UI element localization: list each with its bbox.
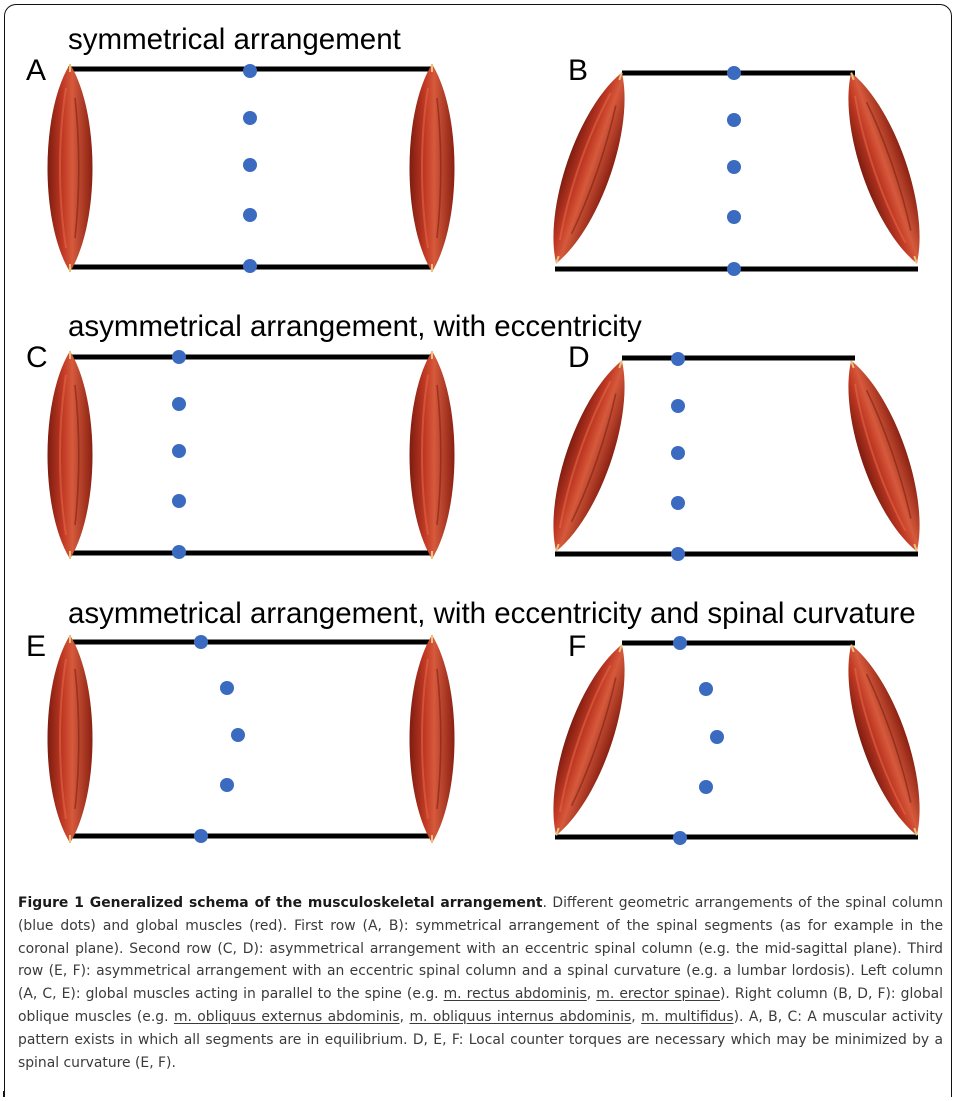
panel-c-spine <box>172 350 186 559</box>
spine-dot <box>710 730 724 744</box>
spine-dot <box>194 635 208 649</box>
panel-b-spine <box>727 66 741 276</box>
panel-label-e: E <box>26 630 47 663</box>
panel-a-right-muscle <box>408 63 456 273</box>
panel-label-a: A <box>26 54 47 87</box>
panel-e-left-muscle <box>46 634 94 844</box>
caption-text: , <box>399 1008 410 1025</box>
spine-dot <box>727 262 741 276</box>
figure-schema <box>46 63 940 845</box>
panel-d-left-muscle <box>533 352 645 560</box>
spine-dot <box>671 399 685 413</box>
spine-dot <box>671 547 685 561</box>
panel-a-spine <box>243 64 257 273</box>
muscle-term: m. rectus abdominis <box>443 986 587 1003</box>
panel-e-spine <box>194 635 245 843</box>
panel-c-left-muscle <box>46 350 94 560</box>
spine-dot <box>699 780 713 794</box>
panel-label-b: B <box>568 54 589 87</box>
panel-c-right-muscle <box>408 350 456 560</box>
muscle-term: m. multifidus <box>641 1008 734 1025</box>
panel-b-right-muscle <box>828 64 940 272</box>
spine-dot <box>673 831 687 845</box>
spine-dot <box>699 682 713 696</box>
panel-e-right-muscle <box>408 634 456 844</box>
spine-dot <box>172 494 186 508</box>
panel-e-bars <box>68 639 432 839</box>
spine-dot <box>172 397 186 411</box>
panel-d-right-muscle <box>828 352 940 560</box>
spine-dot <box>172 545 186 559</box>
muscle-term: m. erector spinae <box>596 986 720 1003</box>
caption-text: , <box>586 986 597 1003</box>
panel-label-f: F <box>568 630 587 663</box>
spine-dot <box>671 446 685 460</box>
spine-dot <box>243 111 257 125</box>
spine-dot <box>673 636 687 650</box>
muscle-term: m. obliquus internus abdominis <box>409 1008 632 1025</box>
spine-dot <box>243 64 257 78</box>
spine-dot <box>220 778 234 792</box>
panel-c-bars <box>68 354 432 556</box>
figure-frame <box>3 4 952 1097</box>
panel-f-bars <box>555 640 918 840</box>
row-title-eccentric-curvature: asymmetrical arrangement, with eccentric… <box>68 597 916 630</box>
spine-dot <box>671 352 685 366</box>
row-title-eccentric: asymmetrical arrangement, with eccentric… <box>68 310 642 343</box>
spine-dot <box>172 444 186 458</box>
spine-dot <box>727 66 741 80</box>
spine-dot <box>727 160 741 174</box>
muscle-term: m. obliquus externus abdominis <box>173 1008 400 1025</box>
caption-title: Figure 1 Generalized schema of the muscu… <box>18 895 543 911</box>
spine-dot <box>727 210 741 224</box>
panel-f-spine <box>673 636 724 845</box>
spine-dot <box>243 259 257 273</box>
spine-dot <box>243 208 257 222</box>
row-title-symmetrical: symmetrical arrangement <box>68 23 401 56</box>
panel-a-left-muscle <box>46 63 94 273</box>
spine-dot <box>671 496 685 510</box>
figure-caption: Figure 1 Generalized schema of the muscu… <box>18 892 943 1074</box>
panel-f-left-muscle <box>533 636 645 844</box>
spine-dot <box>231 728 245 742</box>
caption-text: ). Right column (B, D, F): global obliqu… <box>18 986 944 1025</box>
spine-dot <box>727 113 741 127</box>
caption-text: ). A, B, C: A muscular activity pattern … <box>18 1008 943 1071</box>
panel-f-right-muscle <box>828 636 940 844</box>
panel-d-spine <box>671 352 685 561</box>
spine-dot <box>220 681 234 695</box>
caption-text: . Different geometric arrangements of th… <box>18 895 943 1003</box>
spine-dot <box>243 158 257 172</box>
panel-label-d: D <box>568 341 590 374</box>
spine-dot <box>172 350 186 364</box>
panel-label-c: C <box>26 341 48 374</box>
spine-dot <box>194 829 208 843</box>
panel-d-bars <box>555 355 918 557</box>
panel-b-left-muscle <box>533 64 645 272</box>
caption-text: , <box>631 1008 642 1025</box>
